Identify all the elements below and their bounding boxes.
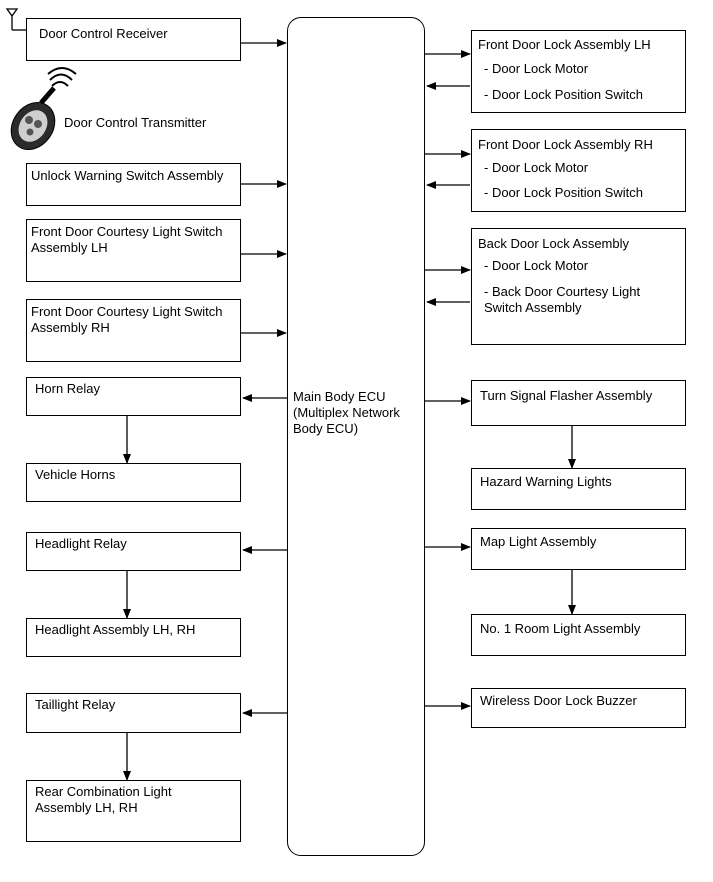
wireless-door-lock-buzzer-box: Wireless Door Lock Buzzer — [471, 688, 686, 728]
room-light-box: No. 1 Room Light Assembly — [471, 614, 686, 656]
unlock-warning-switch-label: Unlock Warning Switch Assembly — [31, 168, 224, 183]
map-light-box: Map Light Assembly — [471, 528, 686, 570]
door-control-transmitter-label: Door Control Transmitter — [64, 115, 207, 130]
taillight-relay-label: Taillight Relay — [35, 697, 116, 712]
hazard-warning-lights-label: Hazard Warning Lights — [480, 474, 612, 489]
courtesy-switch-lh-label: Front Door Courtesy Light Switch Assembl… — [31, 224, 223, 255]
unlock-warning-switch-box: Unlock Warning Switch Assembly — [26, 163, 241, 206]
horn-relay-label: Horn Relay — [35, 381, 101, 396]
vehicle-horns-box: Vehicle Horns — [26, 463, 241, 502]
back-door-courtesy-switch: - Back Door Courtesy Light Switch Assemb… — [484, 284, 641, 315]
front-door-lock-lh-motor: - Door Lock Motor — [484, 61, 589, 76]
turn-signal-flasher-box: Turn Signal Flasher Assembly — [471, 380, 686, 426]
rear-combination-light-label: Rear Combination Light Assembly LH, RH — [35, 784, 172, 815]
front-door-lock-lh-switch: - Door Lock Position Switch — [484, 87, 643, 102]
front-door-lock-rh-motor: - Door Lock Motor — [484, 160, 589, 175]
turn-signal-flasher-label: Turn Signal Flasher Assembly — [480, 388, 653, 403]
antenna-icon — [5, 8, 27, 31]
main-body-ecu-box: Main Body ECU (Multiplex Network Body EC… — [287, 17, 425, 856]
front-door-lock-rh-title: Front Door Lock Assembly RH — [478, 137, 653, 152]
courtesy-switch-lh-box: Front Door Courtesy Light Switch Assembl… — [26, 219, 241, 282]
front-door-lock-lh-box: Front Door Lock Assembly LH - Door Lock … — [471, 30, 686, 113]
headlight-assembly-box: Headlight Assembly LH, RH — [26, 618, 241, 657]
vehicle-horns-label: Vehicle Horns — [35, 467, 116, 482]
front-door-lock-rh-box: Front Door Lock Assembly RH - Door Lock … — [471, 129, 686, 212]
door-control-receiver-label: Door Control Receiver — [39, 26, 168, 41]
wireless-door-lock-buzzer-label: Wireless Door Lock Buzzer — [480, 693, 637, 708]
taillight-relay-box: Taillight Relay — [26, 693, 241, 733]
courtesy-switch-rh-box: Front Door Courtesy Light Switch Assembl… — [26, 299, 241, 362]
headlight-relay-box: Headlight Relay — [26, 532, 241, 571]
back-door-lock-motor: - Door Lock Motor — [484, 258, 589, 273]
main-body-ecu-label: Main Body ECU (Multiplex Network Body EC… — [293, 389, 400, 436]
courtesy-switch-rh-label: Front Door Courtesy Light Switch Assembl… — [31, 304, 223, 335]
rear-combination-light-box: Rear Combination Light Assembly LH, RH — [26, 780, 241, 842]
key-fob-icon — [10, 67, 77, 150]
headlight-relay-label: Headlight Relay — [35, 536, 127, 551]
room-light-label: No. 1 Room Light Assembly — [480, 621, 641, 636]
hazard-warning-lights-box: Hazard Warning Lights — [471, 468, 686, 510]
front-door-lock-rh-switch: - Door Lock Position Switch — [484, 185, 643, 200]
back-door-lock-title: Back Door Lock Assembly — [478, 236, 630, 251]
back-door-lock-box: Back Door Lock Assembly - Door Lock Moto… — [471, 228, 686, 345]
door-control-receiver-box: Door Control Receiver — [26, 18, 241, 61]
horn-relay-box: Horn Relay — [26, 377, 241, 416]
map-light-label: Map Light Assembly — [480, 534, 597, 549]
front-door-lock-lh-title: Front Door Lock Assembly LH — [478, 37, 651, 52]
headlight-assembly-label: Headlight Assembly LH, RH — [35, 622, 196, 637]
